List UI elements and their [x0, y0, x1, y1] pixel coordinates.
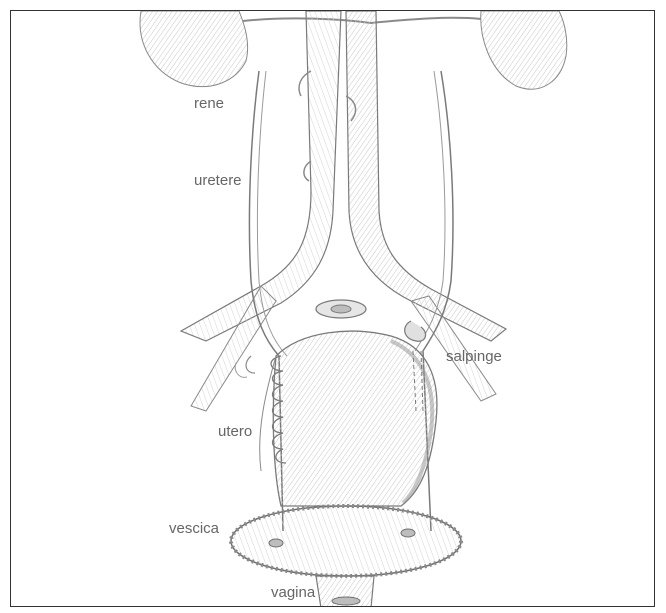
label-vescica: vescica: [169, 521, 219, 536]
aorta: [346, 11, 506, 341]
right-salpinge: [405, 321, 426, 341]
anatomy-drawing: [11, 11, 655, 607]
bladder-left-orifice: [269, 539, 283, 547]
illustration-frame: rene uretere salpinge utero vescica vagi…: [10, 10, 655, 607]
bladder-right-orifice: [401, 529, 415, 537]
label-salpinge: salpinge: [446, 349, 502, 364]
label-utero: utero: [218, 424, 252, 439]
right-kidney: [481, 11, 567, 89]
label-uretere: uretere: [194, 173, 242, 188]
label-rene: rene: [194, 96, 224, 111]
left-kidney: [140, 11, 248, 87]
label-vagina: vagina: [271, 585, 315, 600]
